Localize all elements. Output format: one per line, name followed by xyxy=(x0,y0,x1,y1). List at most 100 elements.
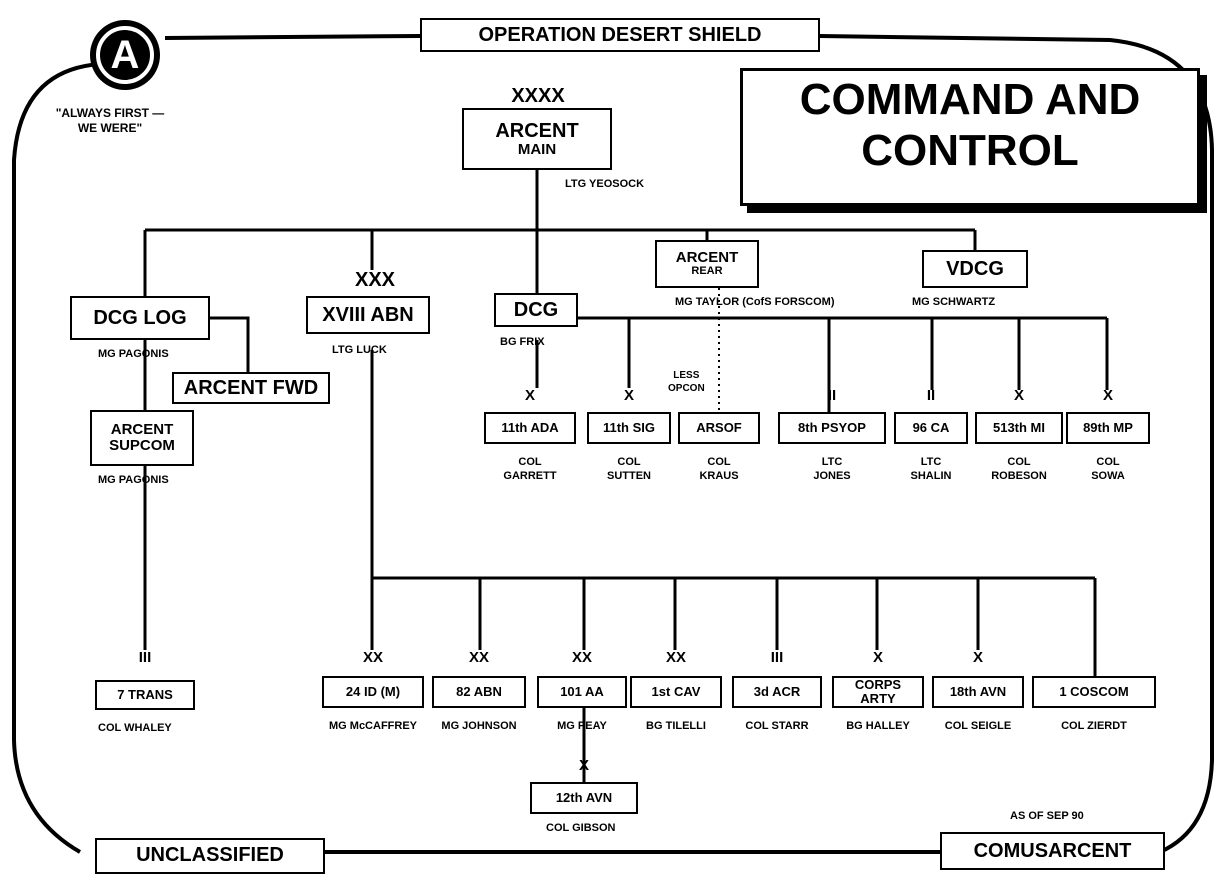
corps-unit-box: 82 ABN xyxy=(432,676,526,708)
dcg-unit-commander: COL SOWA xyxy=(1091,456,1125,482)
dcg-unit-box: 11th SIG xyxy=(587,412,671,444)
trans-box: 7 TRANS xyxy=(95,680,195,710)
dcg-log-name: DCG LOG xyxy=(93,306,187,329)
dcg-unit-commander: LTC JONES xyxy=(813,456,851,482)
dcg-unit-name: 89th MP xyxy=(1083,420,1133,436)
corps-unit-name: CORPS ARTY xyxy=(854,677,902,706)
dcg-unit-commander: COL SUTTEN xyxy=(607,456,651,482)
xviii-commander: LTG LUCK xyxy=(332,344,387,356)
dcg-unit-echelon: X xyxy=(623,387,634,404)
dcg-unit-box: 96 CA xyxy=(894,412,968,444)
dcg-unit-commander: COL ROBESON xyxy=(991,456,1047,482)
banner-title: OPERATION DESERT SHIELD xyxy=(420,18,820,52)
vdcg-name: VDCG xyxy=(946,257,1004,280)
arcent-rear-box: ARCENT REAR xyxy=(655,240,759,288)
dcg-unit-echelon: X xyxy=(1013,387,1024,404)
corps-unit-name: 24 ID (M) xyxy=(345,684,401,700)
dcg-box: DCG xyxy=(494,293,578,327)
chart-title-line2: CONTROL xyxy=(861,125,1079,175)
dcg-unit-name: 513th MI xyxy=(992,420,1045,436)
dcg-unit-box: 89th MP xyxy=(1066,412,1150,444)
rear-line2: REAR xyxy=(691,265,723,278)
hq-line2: MAIN xyxy=(517,140,557,158)
corps-unit-commander: COL ZIERDT xyxy=(1061,720,1127,732)
corps-unit-echelon: XX xyxy=(665,649,686,666)
corps-unit-name: 1st CAV xyxy=(651,684,701,700)
dcg-unit-name: ARSOF xyxy=(696,420,742,436)
hq-commander: LTG YEOSOCK xyxy=(565,178,645,190)
dcg-unit-name: 11th ADA xyxy=(501,420,559,436)
corps-unit-commander: MG PEAY xyxy=(557,720,607,732)
dcg-unit-commander: COL GARRETT xyxy=(503,456,557,482)
trans-commander: COL WHALEY xyxy=(98,722,172,734)
avn12-commander: COL GIBSON xyxy=(546,822,616,834)
supcom-commander: MG PAGONIS xyxy=(98,474,169,486)
corps-unit-box: 1st CAV xyxy=(630,676,722,708)
unit-logo: A xyxy=(90,20,160,90)
corps-unit-box: 101 AA xyxy=(537,676,627,708)
organization-banner: COMUSARCENT xyxy=(940,832,1165,870)
dcg-unit-box: 11th ADA xyxy=(484,412,576,444)
corps-unit-commander: COL STARR xyxy=(745,720,809,732)
arcent-supcom-box: ARCENT SUPCOM xyxy=(90,410,194,466)
corps-unit-echelon: XX xyxy=(571,649,592,666)
dcg-unit-name: 8th PSYOP xyxy=(798,420,866,436)
dcg-unit-box: 513th MI xyxy=(975,412,1063,444)
supcom-line1: ARCENT xyxy=(110,421,174,439)
dcg-unit-echelon: X xyxy=(1102,387,1113,404)
dcg-log-box: DCG LOG xyxy=(70,296,210,340)
hq-line1: ARCENT xyxy=(495,119,579,142)
corps-unit-commander: COL SEIGLE xyxy=(944,720,1012,732)
arcent-fwd-name: ARCENT FWD xyxy=(183,376,319,399)
avn12-box: 12th AVN xyxy=(530,782,638,814)
rear-line1: ARCENT xyxy=(675,249,739,267)
corps-unit-echelon: III xyxy=(770,649,784,666)
corps-unit-commander: MG McCAFFREY xyxy=(329,720,417,732)
dcg-name: DCG xyxy=(513,298,559,321)
chart-title-line1: COMMAND AND xyxy=(799,75,1141,124)
chart-title: COMMAND AND CONTROL xyxy=(740,68,1200,206)
hq-echelon: XXXX xyxy=(511,85,565,107)
supcom-line2: SUPCOM xyxy=(109,437,175,454)
dcg-unit-box: ARSOF xyxy=(678,412,760,444)
trans-echelon: III xyxy=(138,649,152,666)
frame-border xyxy=(12,34,1214,854)
hq-arcent-main: ARCENT MAIN xyxy=(462,108,612,170)
dcg-unit-echelon: II xyxy=(827,387,837,404)
corps-unit-echelon: XX xyxy=(468,649,489,666)
dcg-unit-echelon: X xyxy=(524,387,535,404)
dcg-log-commander: MG PAGONIS xyxy=(98,348,169,360)
dcg-unit-name: 11th SIG xyxy=(602,420,656,436)
corps-unit-box: 1 COSCOM xyxy=(1032,676,1156,708)
xviii-name: XVIII ABN xyxy=(322,303,414,326)
corps-unit-name: 3d ACR xyxy=(753,684,801,700)
corps-unit-box: 3d ACR xyxy=(732,676,822,708)
corps-unit-box: CORPS ARTY xyxy=(832,676,924,708)
corps-unit-box: 18th AVN xyxy=(932,676,1024,708)
arcent-fwd-box: ARCENT FWD xyxy=(172,372,330,404)
corps-unit-name: 101 AA xyxy=(560,684,604,700)
less-opcon-label: LESS OPCON xyxy=(668,370,705,394)
trans-name: 7 TRANS xyxy=(117,687,173,703)
xviii-abn-box: XVIII ABN xyxy=(306,296,430,334)
dcg-unit-box: 8th PSYOP xyxy=(778,412,886,444)
xviii-echelon: XXX xyxy=(354,269,396,291)
dcg-unit-commander: LTC SHALIN xyxy=(910,456,952,482)
corps-unit-commander: BG HALLEY xyxy=(846,720,910,732)
corps-unit-echelon: X xyxy=(972,649,983,666)
corps-unit-name: 1 COSCOM xyxy=(1059,684,1129,700)
corps-unit-commander: MG JOHNSON xyxy=(441,720,517,732)
classification-banner: UNCLASSIFIED xyxy=(95,838,325,874)
corps-unit-name: 18th AVN xyxy=(949,684,1007,700)
corps-unit-commander: BG TILELLI xyxy=(646,720,706,732)
logo-letter: A xyxy=(96,26,154,84)
vdcg-box: VDCG xyxy=(922,250,1028,288)
corps-unit-echelon: XX xyxy=(362,649,383,666)
dcg-commander: BG FRIX xyxy=(500,336,545,348)
dcg-unit-commander: COL KRAUS xyxy=(699,456,739,482)
avn12-name: 12th AVN xyxy=(555,790,613,806)
avn12-echelon: X xyxy=(578,757,589,774)
dcg-unit-echelon: II xyxy=(926,387,936,404)
motto: "ALWAYS FIRST — WE WERE" xyxy=(55,106,165,135)
